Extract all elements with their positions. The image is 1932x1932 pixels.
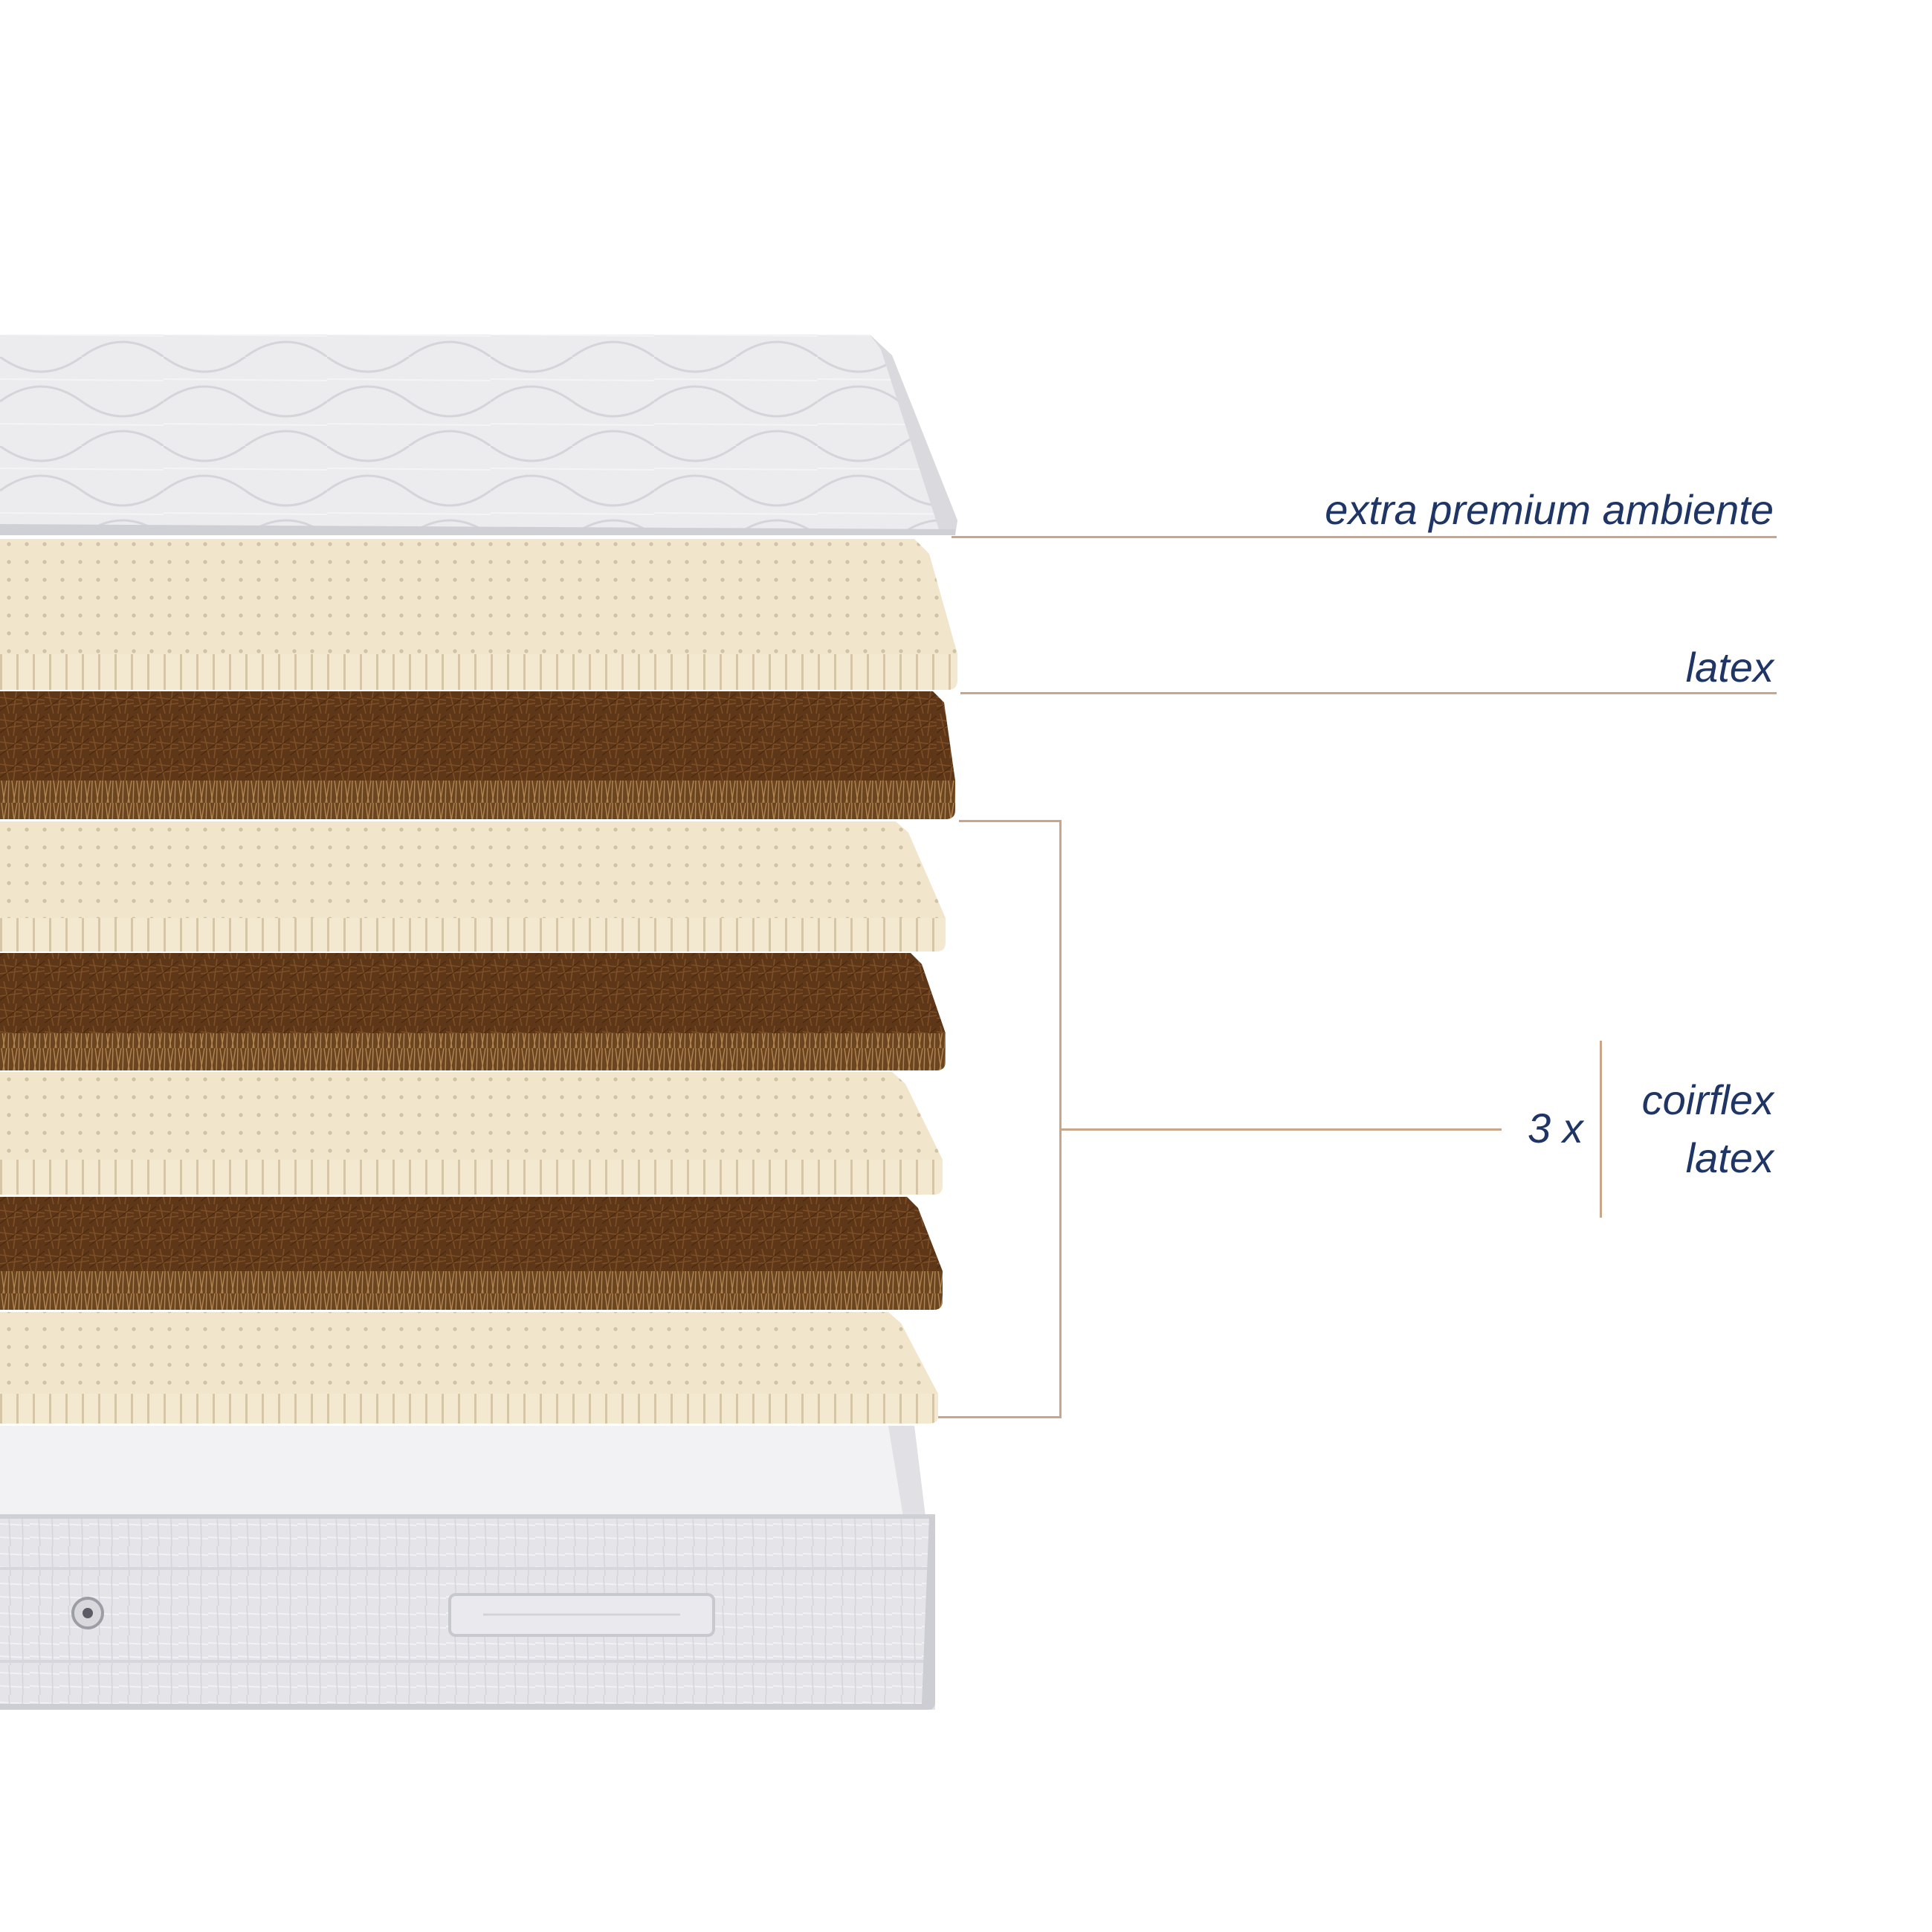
mattress-base (0, 1426, 935, 1710)
bracket-pointer-line (1062, 1128, 1502, 1131)
bracket-vertical-line (1059, 820, 1062, 1418)
bracket-bottom-line (938, 1416, 1062, 1418)
latex-layer-4 (0, 1312, 938, 1424)
latex-layer-1 (0, 539, 957, 690)
multiplier-divider (1600, 1041, 1602, 1218)
label-extra-premium-ambiente: extra premium ambiente (1325, 486, 1774, 533)
latex-layer-2 (0, 821, 946, 952)
latex-layer-3 (0, 1072, 943, 1195)
leader-line-latex (960, 692, 1777, 694)
label-stack-latex: latex (1685, 1134, 1774, 1181)
leader-line-top-cover (952, 536, 1777, 538)
label-latex: latex (1685, 644, 1774, 691)
coir-layer-3 (0, 1197, 943, 1310)
coir-layer-2 (0, 953, 946, 1070)
label-multiplier: 3 x (1528, 1105, 1583, 1151)
top-cover-layer (0, 335, 957, 535)
coir-layer-1 (0, 691, 955, 819)
bracket-top-line (959, 820, 1062, 822)
label-coirflex: coirflex (1641, 1076, 1774, 1123)
